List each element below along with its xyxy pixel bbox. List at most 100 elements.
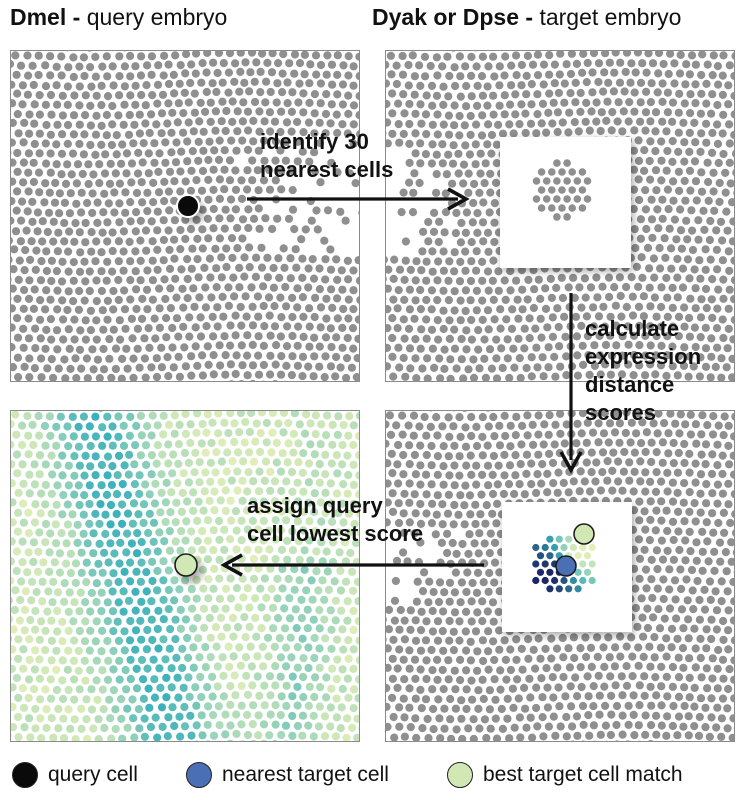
cell — [315, 624, 324, 633]
cell — [136, 577, 145, 586]
cell — [610, 68, 619, 77]
cell — [183, 294, 192, 303]
cell — [500, 71, 509, 80]
cell — [209, 224, 218, 233]
cell — [726, 518, 734, 528]
cell — [305, 79, 314, 88]
cell — [332, 675, 341, 684]
cell — [473, 228, 482, 237]
cell — [646, 117, 655, 126]
cell — [692, 538, 701, 547]
cell — [36, 276, 46, 285]
cell — [446, 374, 455, 381]
cell — [173, 118, 182, 127]
cell — [20, 723, 29, 732]
cell — [260, 117, 269, 126]
cell — [185, 332, 194, 341]
cell — [137, 597, 146, 606]
cell — [126, 198, 135, 207]
cell — [270, 477, 280, 486]
cell — [673, 254, 682, 264]
cell — [222, 106, 231, 116]
cell — [428, 267, 437, 276]
cell — [161, 294, 170, 304]
cell — [652, 711, 661, 720]
cell — [186, 438, 195, 448]
cell — [668, 322, 677, 331]
cell — [64, 607, 73, 616]
cell — [82, 695, 91, 704]
cell — [534, 411, 543, 420]
cell — [668, 721, 677, 731]
cell — [126, 674, 135, 684]
cell — [305, 98, 314, 107]
cell — [193, 516, 202, 525]
cell — [405, 703, 414, 712]
cell — [185, 313, 194, 322]
cell — [409, 188, 418, 197]
cell — [11, 99, 17, 108]
cell — [433, 655, 442, 664]
cell — [52, 267, 62, 276]
cell — [498, 129, 508, 138]
cell — [681, 556, 690, 565]
cell — [192, 701, 201, 710]
cell — [159, 595, 168, 604]
cell — [400, 295, 409, 304]
cell — [50, 198, 60, 207]
cell — [616, 58, 625, 67]
cell — [527, 100, 536, 109]
cell — [97, 460, 106, 470]
cell — [221, 370, 230, 379]
cell — [55, 568, 64, 577]
cell — [642, 87, 651, 96]
cell — [86, 101, 95, 110]
cell — [85, 267, 94, 276]
cell — [646, 682, 655, 691]
cell — [730, 675, 734, 684]
cell — [680, 322, 689, 331]
cell — [546, 274, 555, 283]
cell — [486, 188, 495, 197]
cell — [720, 528, 729, 537]
cell — [671, 419, 680, 428]
cell — [64, 287, 73, 296]
cell — [53, 305, 62, 314]
cell — [31, 625, 40, 634]
cell — [670, 215, 679, 224]
cell — [355, 656, 359, 665]
cell — [637, 740, 641, 741]
cell — [141, 441, 151, 450]
cell — [230, 437, 239, 447]
cell — [12, 547, 22, 556]
cell — [536, 294, 545, 303]
cell — [163, 732, 172, 741]
cell — [94, 559, 103, 568]
cell — [582, 652, 591, 662]
cell — [478, 296, 487, 305]
cell — [411, 354, 420, 363]
cell — [486, 169, 495, 178]
cell — [582, 458, 591, 467]
cell — [86, 607, 95, 616]
cell — [718, 655, 728, 664]
cell — [137, 635, 146, 644]
cell — [663, 712, 672, 721]
cell — [45, 188, 54, 197]
cell — [314, 381, 322, 382]
cell — [259, 360, 268, 370]
cell — [665, 224, 674, 233]
cell — [143, 625, 152, 635]
cell — [266, 351, 275, 360]
cell — [518, 285, 527, 294]
cell — [322, 90, 331, 99]
cell — [416, 305, 425, 314]
cell — [18, 558, 27, 567]
cell — [467, 597, 476, 606]
cell — [444, 111, 453, 120]
cell — [142, 246, 151, 255]
cell — [624, 340, 633, 349]
cell — [358, 550, 359, 555]
cell — [440, 228, 449, 237]
cell — [16, 595, 25, 605]
